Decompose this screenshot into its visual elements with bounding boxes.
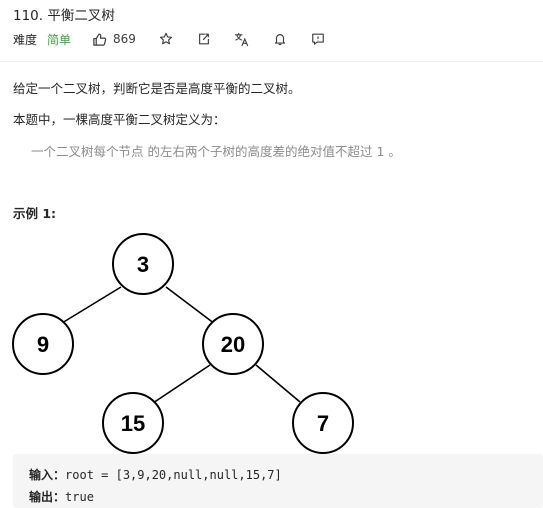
input-value: root = [3,9,20,null,null,15,7] [65,468,282,482]
feedback-button[interactable] [310,31,326,47]
like-count: 869 [113,32,136,46]
tree-edge [255,364,301,403]
difficulty-label: 难度 [13,32,38,47]
description-paragraph-1: 给定一个二叉树，判断它是否是高度平衡的二叉树。 [13,81,301,96]
star-icon [159,32,173,45]
tree-node-label: 3 [137,252,149,277]
example-code-block: 输入：root = [3,9,20,null,null,15,7] 输出：tru… [13,454,543,508]
description-paragraph-2: 本题中，一棵高度平衡二叉树定义为： [13,112,226,127]
tree-node-circle [112,233,174,295]
translate-button[interactable] [234,31,250,47]
notification-button[interactable] [272,31,288,47]
difficulty-badge: 简单 [47,32,72,47]
thumbs-up-icon [93,32,107,46]
definition-quote: 一个二叉树每个节点 的左右两个子树的高度差的绝对值不超过 1 。 [31,144,401,159]
tree-node-circle [292,392,354,454]
tree-node-label: 9 [37,332,49,357]
section-divider [0,61,543,62]
tree-node-label: 20 [221,332,245,357]
tree-node-circle [102,392,164,454]
favorite-button[interactable] [158,31,174,47]
share-button[interactable] [196,31,212,47]
tree-edge [152,364,211,404]
binary-tree-diagram: 3 9 20 15 7 [12,233,354,454]
example-input-line: 输入：root = [3,9,20,null,null,15,7] [29,466,282,483]
comment-icon [312,33,324,45]
example-output-line: 输出：true [29,488,94,505]
share-icon [198,33,209,45]
bell-icon [274,34,286,45]
example-title: 示例 1: [13,206,57,221]
like-button[interactable]: 869 [92,32,136,47]
problem-meta-bar: 难度 简单 869 [13,29,326,49]
output-value: true [65,490,94,504]
translate-icon [235,32,249,46]
input-label: 输入： [29,468,66,482]
tree-node-label: 15 [121,411,145,436]
tree-node-circle [12,313,74,375]
tree-node-label: 7 [317,411,329,436]
tree-edge [165,286,216,325]
problem-title: 110. 平衡二叉树 [13,8,115,24]
tree-node-circle [202,313,264,375]
tree-edge [61,286,122,324]
output-label: 输出： [29,490,66,504]
